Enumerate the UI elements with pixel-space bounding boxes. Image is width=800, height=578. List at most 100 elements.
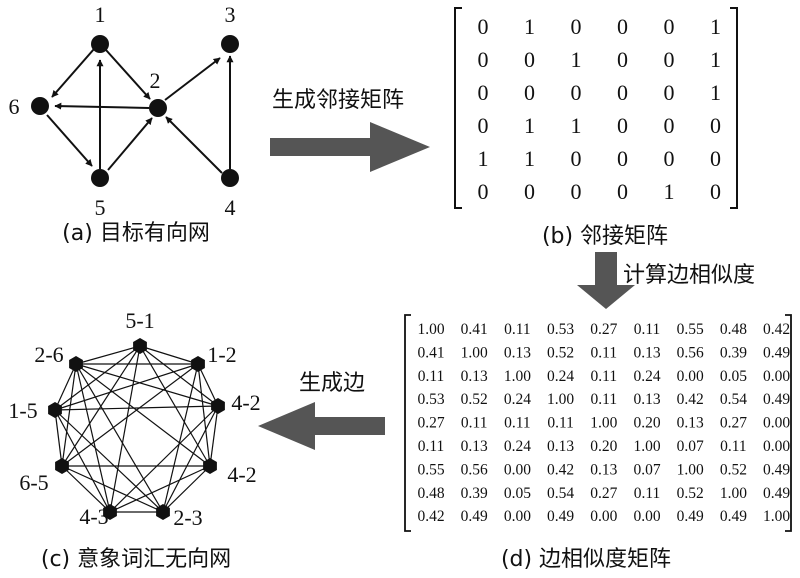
node-label-3: 3 bbox=[225, 2, 236, 27]
adj-cell: 1 bbox=[524, 146, 535, 171]
sim-cell: 0.53 bbox=[417, 391, 444, 408]
sim-cell: 0.27 bbox=[720, 415, 747, 432]
adj-cell: 0 bbox=[524, 179, 535, 204]
net-edge bbox=[197, 363, 219, 407]
sim-cell: 0.39 bbox=[461, 485, 488, 502]
arrow-ab bbox=[270, 122, 430, 172]
sim-cell: 0.00 bbox=[763, 438, 790, 455]
adj-cell: 0 bbox=[617, 113, 628, 138]
net-label-2-6: 2-6 bbox=[34, 342, 63, 367]
adj-cell: 0 bbox=[617, 146, 628, 171]
edge-4-2 bbox=[165, 116, 223, 174]
net-edge bbox=[109, 345, 141, 513]
sim-cell: 0.49 bbox=[763, 461, 790, 478]
net-label-4-2-lower: 4-2 bbox=[227, 462, 256, 487]
net-node bbox=[133, 338, 147, 354]
net-edge bbox=[54, 363, 199, 411]
sim-cell: 0.00 bbox=[763, 415, 790, 432]
sim-cell: 0.49 bbox=[461, 508, 488, 525]
sim-cell: 1.00 bbox=[504, 368, 531, 385]
adj-cell: 0 bbox=[478, 179, 489, 204]
matrix-b-left-bracket bbox=[454, 7, 462, 209]
net-edge bbox=[61, 363, 77, 467]
sim-cell: 0.13 bbox=[547, 438, 574, 455]
adj-cell: 1 bbox=[524, 14, 535, 39]
adj-cell: 0 bbox=[524, 47, 535, 72]
net-edge bbox=[197, 363, 211, 467]
matrix-d-left-bracket bbox=[404, 314, 411, 532]
sim-cell: 0.13 bbox=[633, 391, 660, 408]
sim-cell: 0.20 bbox=[590, 438, 617, 455]
net-edge bbox=[162, 465, 211, 513]
sim-cell: 0.24 bbox=[633, 368, 660, 385]
sim-cell: 0.48 bbox=[417, 485, 444, 502]
sim-cell: 0.11 bbox=[418, 368, 445, 385]
sim-cell: 0.54 bbox=[720, 391, 747, 408]
net-edge bbox=[162, 405, 219, 513]
adj-cell: 0 bbox=[664, 14, 675, 39]
sim-cell: 0.11 bbox=[418, 438, 445, 455]
edge-2-3 bbox=[164, 57, 221, 101]
net-edge bbox=[75, 363, 164, 513]
caption-a: (a) 目标有向网 bbox=[62, 221, 210, 246]
arrow-bd-label: 计算边相似度 bbox=[623, 263, 755, 288]
graph-node-6 bbox=[31, 97, 49, 115]
sim-cell: 0.49 bbox=[547, 508, 574, 525]
sim-cell: 0.27 bbox=[417, 415, 444, 432]
sim-cell: 0.27 bbox=[590, 485, 617, 502]
adj-cell: 0 bbox=[571, 146, 582, 171]
sim-cell: 0.42 bbox=[547, 461, 574, 478]
net-edge bbox=[54, 409, 111, 513]
adj-cell: 0 bbox=[664, 47, 675, 72]
net-edge bbox=[61, 363, 199, 467]
net-label-6-5: 6-5 bbox=[19, 470, 48, 495]
sim-cell: 0.27 bbox=[590, 321, 617, 338]
adj-cell: 1 bbox=[664, 179, 675, 204]
matrix-d-right-bracket bbox=[785, 314, 792, 532]
adj-cell: 0 bbox=[664, 146, 675, 171]
net-edge bbox=[54, 405, 219, 411]
adj-cell: 0 bbox=[478, 47, 489, 72]
net-node bbox=[203, 458, 217, 474]
sim-cell: 0.53 bbox=[547, 321, 574, 338]
sim-cell: 0.00 bbox=[590, 508, 617, 525]
adj-cell: 0 bbox=[664, 113, 675, 138]
net-label-1-2: 1-2 bbox=[207, 342, 236, 367]
sim-cell: 1.00 bbox=[590, 415, 617, 432]
sim-cell: 1.00 bbox=[461, 344, 488, 361]
sim-cell: 1.00 bbox=[677, 461, 704, 478]
graph-node-2 bbox=[149, 99, 167, 117]
net-edge bbox=[54, 345, 141, 411]
sim-cell: 0.11 bbox=[547, 415, 574, 432]
sim-cell: 0.05 bbox=[720, 368, 747, 385]
adj-cell: 1 bbox=[571, 47, 582, 72]
net-label-4-3: 4-3 bbox=[79, 504, 108, 529]
undirected-network: 5-1 1-2 4-2 4-2 2-3 4-3 6-5 1-5 2-6 bbox=[8, 308, 260, 530]
net-label-4-2-upper: 4-2 bbox=[231, 390, 260, 415]
net-label-5-1: 5-1 bbox=[125, 308, 154, 333]
sim-cell: 0.07 bbox=[677, 438, 704, 455]
sim-cell: 0.49 bbox=[763, 391, 790, 408]
sim-cell: 0.41 bbox=[461, 321, 488, 338]
sim-cell: 0.13 bbox=[590, 461, 617, 478]
sim-cell: 0.00 bbox=[677, 368, 704, 385]
net-node bbox=[48, 402, 62, 418]
net-edge bbox=[139, 345, 211, 467]
net-edge bbox=[139, 345, 219, 407]
sim-cell: 0.48 bbox=[720, 321, 747, 338]
net-edge bbox=[61, 465, 111, 513]
edge-1-2 bbox=[105, 49, 151, 100]
matrix-b-right-bracket bbox=[730, 7, 738, 209]
graph-node-3 bbox=[221, 35, 239, 53]
net-edge bbox=[75, 363, 219, 407]
sim-cell: 0.00 bbox=[504, 461, 531, 478]
sim-cell: 0.11 bbox=[634, 321, 661, 338]
adj-cell: 1 bbox=[710, 80, 721, 105]
sim-cell: 0.24 bbox=[547, 368, 574, 385]
sim-cell: 0.20 bbox=[633, 415, 660, 432]
adj-cell: 0 bbox=[571, 14, 582, 39]
sim-cell: 0.56 bbox=[461, 461, 488, 478]
sim-cell: 0.13 bbox=[461, 438, 488, 455]
adj-cell: 0 bbox=[664, 80, 675, 105]
net-edge bbox=[61, 465, 164, 513]
